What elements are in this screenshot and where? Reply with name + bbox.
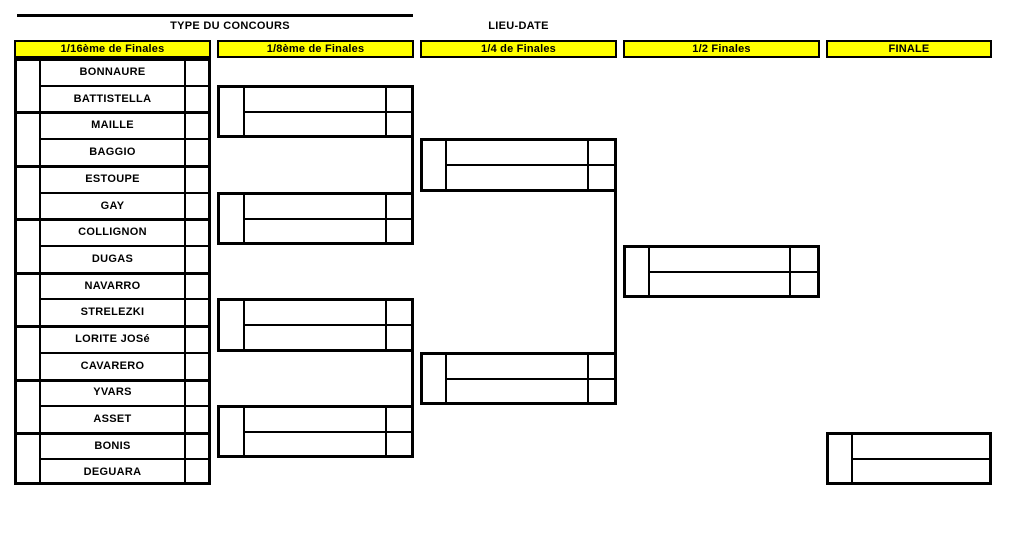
grid-line bbox=[39, 352, 211, 354]
player-name-cell: NAVARRO bbox=[84, 279, 141, 292]
grid-line bbox=[39, 192, 211, 194]
grid-line bbox=[14, 432, 211, 435]
player-name-cell: LORITE JOSé bbox=[75, 332, 150, 345]
grid-line bbox=[14, 272, 211, 275]
match-box-finale bbox=[826, 432, 992, 485]
round-header-finale: FINALE bbox=[826, 40, 992, 58]
grid-line bbox=[14, 325, 211, 328]
grid-line bbox=[14, 482, 211, 485]
player-name-cell: GAY bbox=[100, 199, 125, 212]
grid-line bbox=[14, 111, 211, 114]
player-name-cell: BONNAURE bbox=[79, 65, 146, 78]
player-name-cell: BAGGIO bbox=[89, 145, 136, 158]
grid-line bbox=[39, 298, 211, 300]
cell-divider bbox=[243, 218, 411, 220]
match-box-r8-4 bbox=[217, 405, 414, 458]
round-header-1-8eme: 1/8ème de Finales bbox=[217, 40, 414, 58]
player-name-cell: COLLIGNON bbox=[78, 225, 147, 238]
grid-line bbox=[14, 218, 211, 221]
player-name-cell: ESTOUPE bbox=[85, 172, 140, 185]
player-name-cell: DUGAS bbox=[91, 252, 134, 265]
cell-divider bbox=[243, 324, 411, 326]
grid-line bbox=[14, 165, 211, 168]
player-name-cell: CAVARERO bbox=[80, 359, 145, 372]
player-name-cell: MAILLE bbox=[91, 118, 134, 131]
type-du-concours-label: TYPE DU CONCOURS bbox=[170, 20, 290, 32]
player-name-cell: YVARS bbox=[93, 385, 132, 398]
cell-divider bbox=[445, 378, 614, 380]
cell-divider bbox=[243, 111, 411, 113]
round-header-1-16eme: 1/16ème de Finales bbox=[14, 40, 211, 58]
player-name-cell: STRELEZKI bbox=[80, 305, 145, 318]
cell-divider bbox=[648, 271, 817, 273]
grid-line bbox=[39, 138, 211, 140]
bracket-connector bbox=[411, 325, 414, 432]
title-rule bbox=[17, 14, 413, 17]
score-column-divider bbox=[184, 58, 186, 485]
lieu-date-label: LIEU-DATE bbox=[488, 20, 549, 32]
round-header-1-4: 1/4 de Finales bbox=[420, 40, 617, 58]
cell-divider bbox=[243, 431, 411, 433]
grid-line bbox=[39, 85, 211, 87]
player-name-cell: BONIS bbox=[94, 439, 131, 452]
bracket-connector bbox=[614, 138, 617, 405]
grid-line bbox=[39, 458, 211, 460]
grid-line bbox=[39, 405, 211, 407]
cell-divider bbox=[445, 164, 614, 166]
grid-line bbox=[39, 245, 211, 247]
player-name-cell: BATTISTELLA bbox=[73, 92, 152, 105]
seed-column-divider bbox=[39, 58, 41, 485]
player-name-cell: ASSET bbox=[93, 412, 132, 425]
bracket-connector bbox=[411, 111, 414, 219]
grid-line bbox=[14, 379, 211, 382]
player-name-cell: DEGUARA bbox=[83, 465, 142, 478]
grid-line bbox=[14, 58, 211, 61]
match-box-r2-1 bbox=[623, 245, 820, 298]
grid-line bbox=[208, 58, 211, 485]
grid-line bbox=[14, 58, 17, 485]
match-box-r8-1 bbox=[217, 85, 414, 138]
round-header-1-2: 1/2 Finales bbox=[623, 40, 820, 58]
match-box-r8-2 bbox=[217, 192, 414, 245]
match-box-r4-2 bbox=[420, 352, 617, 405]
cell-divider bbox=[851, 458, 989, 460]
r16-table: BONNAURE BATTISTELLA MAILLE BAGGIO ESTOU… bbox=[14, 58, 211, 485]
match-box-r8-3 bbox=[217, 298, 414, 352]
match-box-r4-1 bbox=[420, 138, 617, 192]
